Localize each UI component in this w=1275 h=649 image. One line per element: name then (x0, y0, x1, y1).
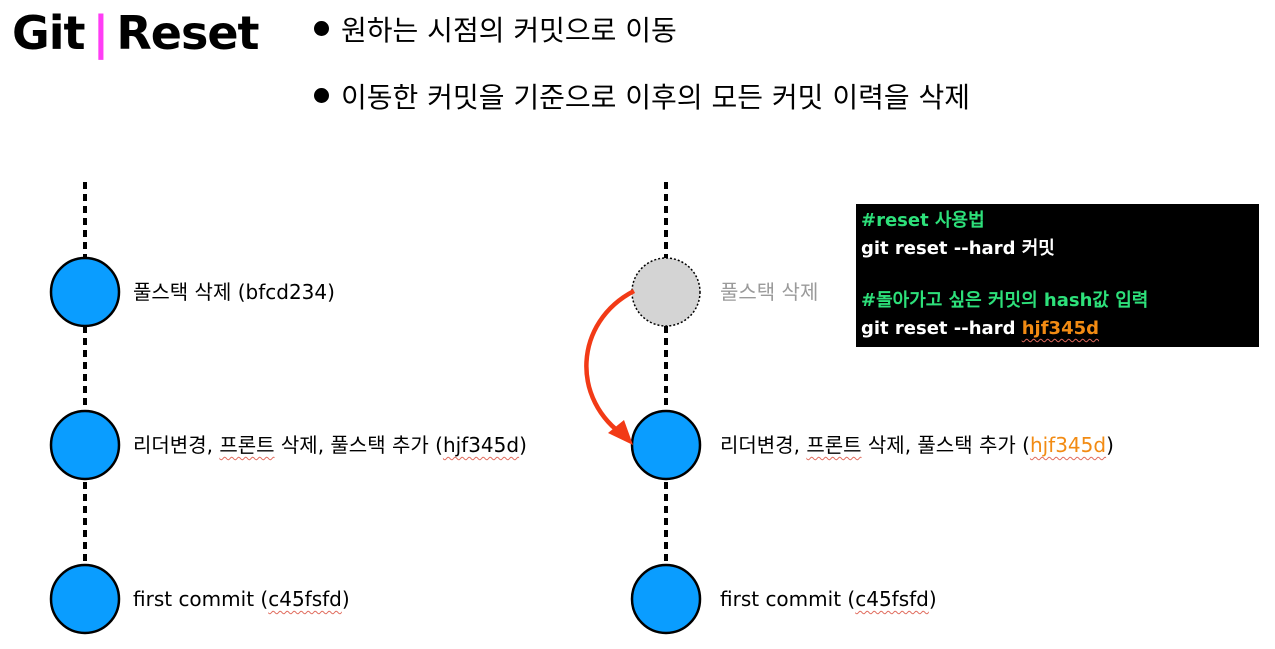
commit-message-part: 리더변경, (720, 433, 807, 457)
paren: ) (341, 587, 350, 611)
commit-message-part: 삭제, 풀스택 추가 (861, 433, 1023, 457)
paren: ) (928, 587, 937, 611)
paren: ( (260, 587, 269, 611)
paren: ( (435, 433, 443, 457)
left-commit-node-1 (49, 256, 121, 328)
code-spacer (861, 263, 1254, 287)
right-commit-node-3 (630, 563, 702, 635)
code-comment-usage: #reset 사용법 (861, 210, 985, 231)
left-commit-label-1: 풀스택 삭제 (bfcd234) (133, 279, 335, 305)
left-commit-label-2: 리더변경, 프론트 삭제, 풀스택 추가 (hjf345d) (133, 432, 527, 458)
right-commit-node-removed (631, 257, 701, 327)
bullet-text-1: 원하는 시점의 커밋으로 이동 (341, 14, 677, 47)
commit-message: first commit (133, 587, 261, 611)
reset-arrow (584, 289, 636, 439)
right-commit-label-current: 리더변경, 프론트 삭제, 풀스택 추가 (hjf345d) (720, 432, 1114, 458)
title-git: Git (12, 6, 86, 60)
right-commit-node-current (630, 409, 702, 481)
title-reset: Reset (116, 6, 259, 60)
reset-arrowhead (608, 420, 633, 445)
commit-message: first commit (720, 587, 848, 611)
bullet-text-2: 이동한 커밋을 기준으로 이후의 모든 커밋 이력을 삭제 (341, 81, 971, 114)
commit-hash: c45fsfd (855, 587, 929, 611)
code-comment-hash: #돌아가고 싶은 커밋의 hash값 입력 (861, 290, 1149, 311)
commit-hash: c45fsfd (268, 587, 342, 611)
commit-message-part: 삭제, 풀스택 추가 (274, 433, 436, 457)
paren: ( (847, 587, 856, 611)
bullet-dot-icon (314, 88, 329, 103)
paren: ) (1106, 433, 1114, 457)
right-commit-label-3: first commit (c45fsfd) (720, 586, 937, 612)
code-command-prefix: git reset --hard (861, 318, 1022, 339)
right-commit-label-removed: 풀스택 삭제 (720, 279, 818, 305)
bullet-item-2: 이동한 커밋을 기준으로 이후의 모든 커밋 이력을 삭제 (314, 80, 970, 116)
page-title: Git|Reset (12, 4, 260, 62)
commit-hash-highlight: hjf345d (1029, 433, 1107, 457)
code-command-example: git reset --hard hjf345d (861, 315, 1254, 343)
bullet-item-1: 원하는 시점의 커밋으로 이동 (314, 13, 677, 49)
paren: ) (519, 433, 527, 457)
left-commit-node-2 (49, 409, 121, 481)
bullet-dot-icon (314, 21, 329, 36)
commit-message-part: 리더변경, (133, 433, 220, 457)
commit-message-part: 프론트 (806, 433, 862, 457)
left-commit-node-3 (49, 563, 121, 635)
commit-message-part: 프론트 (219, 433, 275, 457)
code-command-hash: hjf345d (1021, 318, 1100, 339)
code-command-template: git reset --hard 커밋 (861, 238, 1055, 259)
commit-hash: (bfcd234) (237, 280, 335, 304)
code-snippet-box: #reset 사용법 git reset --hard 커밋 #돌아가고 싶은 … (856, 204, 1259, 347)
left-commit-label-3: first commit (c45fsfd) (133, 586, 350, 612)
commit-message: 풀스택 삭제 (133, 280, 232, 304)
commit-hash: hjf345d (442, 433, 520, 457)
paren: ( (1022, 433, 1030, 457)
title-separator: | (92, 6, 110, 60)
commit-message: 풀스택 삭제 (720, 280, 819, 304)
